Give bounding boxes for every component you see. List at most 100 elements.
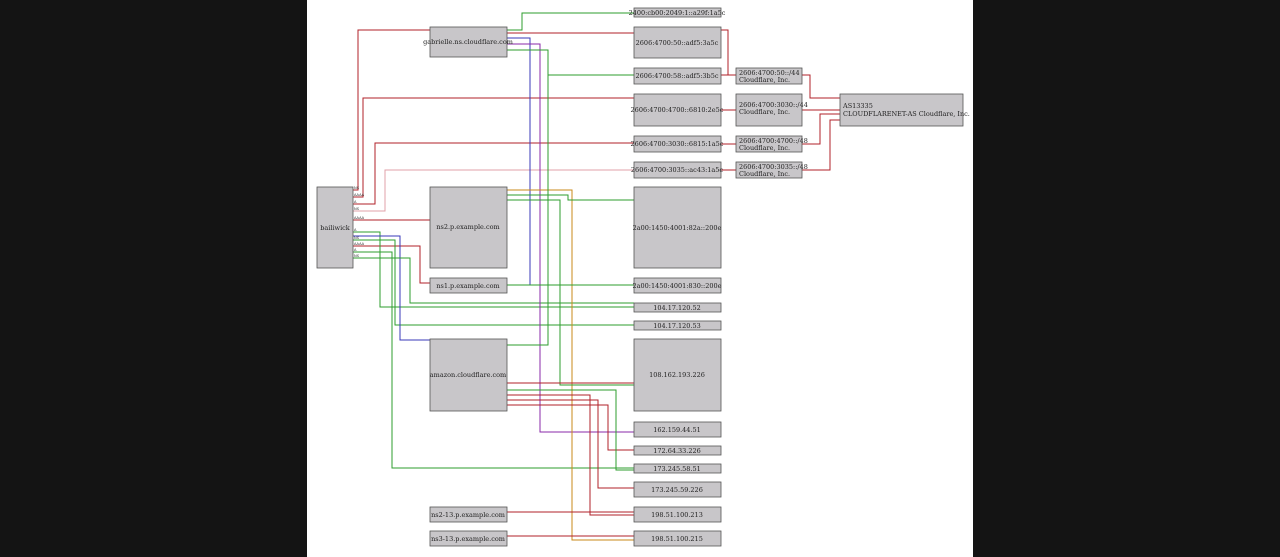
edge-6 xyxy=(353,231,634,308)
prefix2-node[interactable]: 2606:4700:3030::/44 Cloudflare, Inc. xyxy=(735,93,808,127)
edge-23 xyxy=(507,399,634,489)
ns1-node[interactable]: ns1.p.example.com xyxy=(429,277,508,294)
prefix1-org: Cloudflare, Inc. xyxy=(739,76,790,84)
ip16-label: 198.51.100.215 xyxy=(651,535,703,543)
ip11-node[interactable]: 162.159.44.51 xyxy=(633,421,722,438)
ns2-label: ns2.p.example.com xyxy=(436,223,499,231)
ns2c-label: ns3-13.p.example.com xyxy=(431,535,505,543)
ip1-node[interactable]: 2606:4700:50::adf5:3a5c xyxy=(633,26,722,59)
edge-type-label: A xyxy=(354,248,357,252)
edge-1 xyxy=(353,97,634,198)
ns1-label: ns1.p.example.com xyxy=(436,282,499,290)
ip2-node[interactable]: 2606:4700:58::adf5:3b5c xyxy=(633,67,722,85)
ip15-node[interactable]: 198.51.100.213 xyxy=(633,506,722,523)
edge-36 xyxy=(802,119,840,171)
edge-type-label: NS xyxy=(354,236,360,240)
edge-8 xyxy=(353,235,430,341)
ip7-node[interactable]: 2a00:1450:4001:830::200e xyxy=(633,277,722,294)
edge-9 xyxy=(353,251,634,469)
prefix4-org: Cloudflare, Inc. xyxy=(739,170,790,178)
prefix4-node[interactable]: 2606:4700:3035::/48 Cloudflare, Inc. xyxy=(735,161,808,179)
edge-3 xyxy=(353,169,634,212)
ns2b-node[interactable]: ns2-13.p.example.com xyxy=(429,506,508,523)
ip1-label: 2606:4700:50::adf5:3a5c xyxy=(636,39,719,47)
edge-25 xyxy=(507,389,634,471)
as-node[interactable]: AS13335 CLOUDFLARENET-AS Cloudflare, Inc… xyxy=(839,93,970,127)
edge-type-label: NS xyxy=(354,254,360,258)
edge-11 xyxy=(507,12,634,31)
edge-33 xyxy=(802,74,840,99)
edge-type-label: NS xyxy=(354,207,360,211)
ns2b-label: ns2-13.p.example.com xyxy=(431,511,505,519)
ip5-label: 2606:4700:3035::ac43:1a5c xyxy=(631,166,724,174)
ip4-label: 2606:4700:3030::6815:1a5c xyxy=(631,140,724,148)
ip9-label: 104.17.120.53 xyxy=(653,322,701,330)
ip16-node[interactable]: 198.51.100.215 xyxy=(633,530,722,547)
edge-22 xyxy=(507,394,634,516)
edge-type-label: NS xyxy=(354,186,360,190)
edge-10 xyxy=(353,257,634,304)
gabrielle-label: gabrielle.ns.cloudflare.com xyxy=(423,38,513,46)
ip8-node[interactable]: 104.17.120.52 xyxy=(633,302,722,313)
amazon-label: amazon.cloudflare.com xyxy=(430,371,506,379)
edge-28 xyxy=(721,29,736,76)
prefix1-node[interactable]: 2606:4700:50::/44 Cloudflare, Inc. xyxy=(735,67,803,85)
ip12-label: 172.64.33.226 xyxy=(653,447,701,455)
edge-type-label: AAAA xyxy=(354,216,365,220)
prefix2-org: Cloudflare, Inc. xyxy=(739,108,790,116)
edge-17 xyxy=(507,194,634,201)
ip5-node[interactable]: 2606:4700:3035::ac43:1a5c xyxy=(631,161,724,179)
edge-type-label: AAAA xyxy=(354,242,365,246)
prefix3-label: 2606:4700:4700::/48 xyxy=(739,137,808,145)
ip-top-node[interactable]: 2400:cb00:2049:1::a29f:1a5c xyxy=(629,7,726,18)
prefix1-label: 2606:4700:50::/44 xyxy=(739,69,800,77)
edge-type-label: A xyxy=(354,228,357,232)
ip8-label: 104.17.120.52 xyxy=(653,304,701,312)
edge-14 xyxy=(507,43,634,433)
edge-35 xyxy=(802,113,840,145)
ip14-label: 173.245.59.226 xyxy=(651,486,703,494)
ip13-node[interactable]: 173.245.58.51 xyxy=(633,463,722,474)
edge-type-label: AAAA xyxy=(354,193,365,197)
edge-0 xyxy=(353,29,430,191)
ip10-label: 108.162.193.226 xyxy=(649,371,705,379)
ip2-label: 2606:4700:58::adf5:3b5c xyxy=(636,72,719,80)
prefix3-org: Cloudflare, Inc. xyxy=(739,144,790,152)
amazon-node[interactable]: amazon.cloudflare.com xyxy=(429,338,508,412)
ns2-node[interactable]: ns2.p.example.com xyxy=(429,186,508,269)
edge-24 xyxy=(507,404,634,451)
ip7-label: 2a00:1450:4001:830::200e xyxy=(633,282,722,290)
ip13-label: 173.245.58.51 xyxy=(653,465,701,473)
ip6-node[interactable]: 2a00:1450:4001:82a::200e xyxy=(633,186,722,269)
ip4-node[interactable]: 2606:4700:3030::6815:1a5c xyxy=(631,135,724,153)
ip3-label: 2606:4700:4700::6810:2e5c xyxy=(631,106,724,114)
edge-18 xyxy=(507,199,634,386)
ip10-node[interactable]: 108.162.193.226 xyxy=(633,338,722,412)
edge-15 xyxy=(507,49,634,76)
ip11-label: 162.159.44.51 xyxy=(653,426,701,434)
ip9-node[interactable]: 104.17.120.53 xyxy=(633,320,722,331)
ip15-label: 198.51.100.213 xyxy=(651,511,703,519)
edge-20 xyxy=(507,75,549,346)
prefix2-label: 2606:4700:3030::/44 xyxy=(739,101,808,109)
bailiwick-node[interactable]: bailiwick xyxy=(316,186,354,269)
prefix4-label: 2606:4700:3035::/48 xyxy=(739,163,808,171)
edge-type-label: A xyxy=(354,200,357,204)
ip3-node[interactable]: 2606:4700:4700::6810:2e5c xyxy=(631,93,724,127)
ip6-label: 2a00:1450:4001:82a::200e xyxy=(633,224,722,232)
edge-5 xyxy=(353,245,430,284)
ip12-node[interactable]: 172.64.33.226 xyxy=(633,445,722,456)
edge-16 xyxy=(507,189,634,541)
prefix3-node[interactable]: 2606:4700:4700::/48 Cloudflare, Inc. xyxy=(735,135,808,153)
bailiwick-label: bailiwick xyxy=(320,224,350,232)
as-number-label: AS13335 xyxy=(842,102,873,110)
gabrielle-node[interactable]: gabrielle.ns.cloudflare.com xyxy=(423,26,513,58)
ip14-node[interactable]: 173.245.59.226 xyxy=(633,481,722,498)
ip-top-label: 2400:cb00:2049:1::a29f:1a5c xyxy=(629,9,726,17)
as-name-label: CLOUDFLARENET-AS Cloudflare, Inc. xyxy=(843,110,970,118)
ns2c-node[interactable]: ns3-13.p.example.com xyxy=(429,530,508,547)
edge-7 xyxy=(353,239,634,326)
edge-2 xyxy=(353,142,634,205)
